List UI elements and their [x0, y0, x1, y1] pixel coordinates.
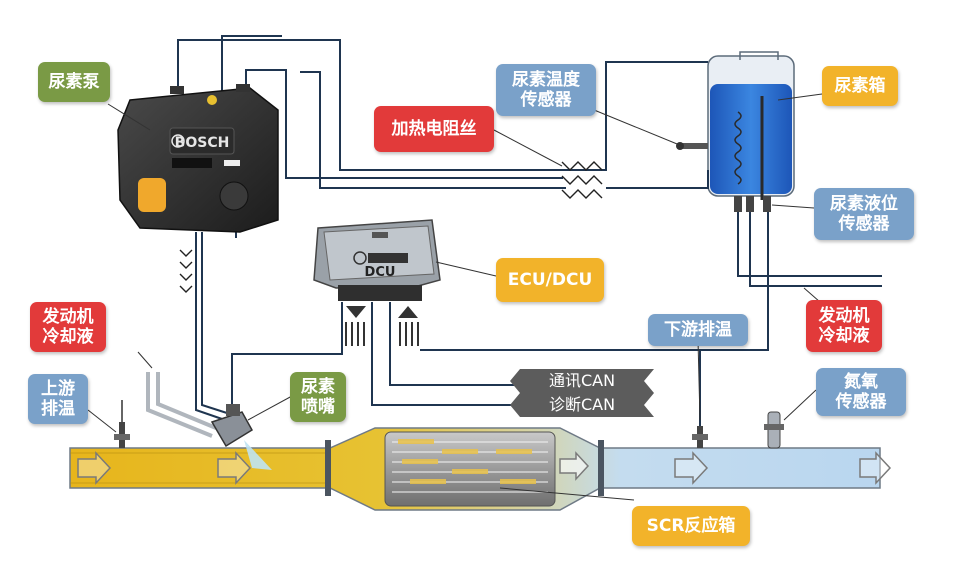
- label-urea-tank-text: 尿素箱: [834, 76, 886, 96]
- nox-sensor: [764, 411, 784, 449]
- label-urea-temp-sensor-line1: 尿素温度: [512, 70, 580, 90]
- label-ecu-dcu: ECU/DCU: [496, 258, 604, 302]
- dcu-label-text: DCU: [365, 265, 396, 280]
- heater-wire-mesh: [179, 161, 603, 293]
- label-urea-level-sensor-line2: 传感器: [838, 214, 890, 234]
- label-coolant-left-line1: 发动机: [42, 307, 94, 327]
- label-ecu-dcu-text: ECU/DCU: [507, 270, 593, 290]
- tag-diag-can-text: 诊断CAN: [548, 395, 616, 414]
- label-urea-nozzle-line1: 尿素: [301, 377, 335, 397]
- coolant-pipes-left: [146, 372, 217, 438]
- label-urea-level-sensor: 尿素液位 传感器: [814, 188, 914, 240]
- label-urea-pump: 尿素泵: [38, 62, 110, 102]
- label-coolant-left-line2: 冷却液: [42, 327, 94, 347]
- label-urea-pump-text: 尿素泵: [48, 72, 100, 92]
- urea-pump: BOSCH: [117, 84, 279, 233]
- upstream-temp-sensor: [114, 400, 130, 448]
- label-downstream-temp-text: 下游排温: [664, 320, 732, 340]
- exhaust-flow-arrows: [77, 451, 892, 485]
- downstream-temp-sensor: [692, 426, 708, 448]
- dcu-unit: DCU: [313, 219, 441, 346]
- tag-comm-can: 通讯CAN: [510, 369, 654, 393]
- label-urea-nozzle: 尿素 喷嘴: [290, 372, 346, 422]
- label-urea-tank: 尿素箱: [822, 66, 898, 106]
- label-nox-sensor-line1: 氮氧: [844, 372, 878, 392]
- label-urea-level-sensor-line1: 尿素液位: [830, 194, 898, 214]
- label-scr-box: SCR反应箱: [632, 506, 750, 546]
- label-heater-wire-text: 加热电阻丝: [391, 119, 477, 139]
- tag-comm-can-text: 通讯CAN: [548, 371, 616, 390]
- label-nox-sensor: 氮氧 传感器: [816, 368, 906, 416]
- urea-tank: [676, 51, 795, 212]
- label-scr-box-text: SCR反应箱: [646, 516, 736, 536]
- label-urea-nozzle-line2: 喷嘴: [301, 397, 335, 417]
- label-urea-temp-sensor-line2: 传感器: [520, 90, 572, 110]
- label-downstream-temp: 下游排温: [648, 314, 748, 346]
- label-coolant-right: 发动机 冷却液: [806, 300, 882, 352]
- label-coolant-left: 发动机 冷却液: [30, 302, 106, 352]
- label-coolant-right-line1: 发动机: [818, 306, 870, 326]
- label-upstream-temp: 上游 排温: [28, 374, 88, 424]
- label-heater-wire: 加热电阻丝: [374, 106, 494, 152]
- urea-nozzle: [210, 404, 272, 470]
- label-upstream-temp-line1: 上游: [41, 379, 75, 399]
- scr-catalyst: [384, 431, 556, 507]
- label-nox-sensor-line2: 传感器: [835, 392, 887, 412]
- label-urea-temp-sensor: 尿素温度 传感器: [496, 64, 596, 116]
- tag-diag-can: 诊断CAN: [510, 393, 654, 417]
- label-coolant-right-line2: 冷却液: [818, 326, 870, 346]
- pump-brand-text: BOSCH: [175, 135, 230, 151]
- label-upstream-temp-line2: 排温: [41, 399, 75, 419]
